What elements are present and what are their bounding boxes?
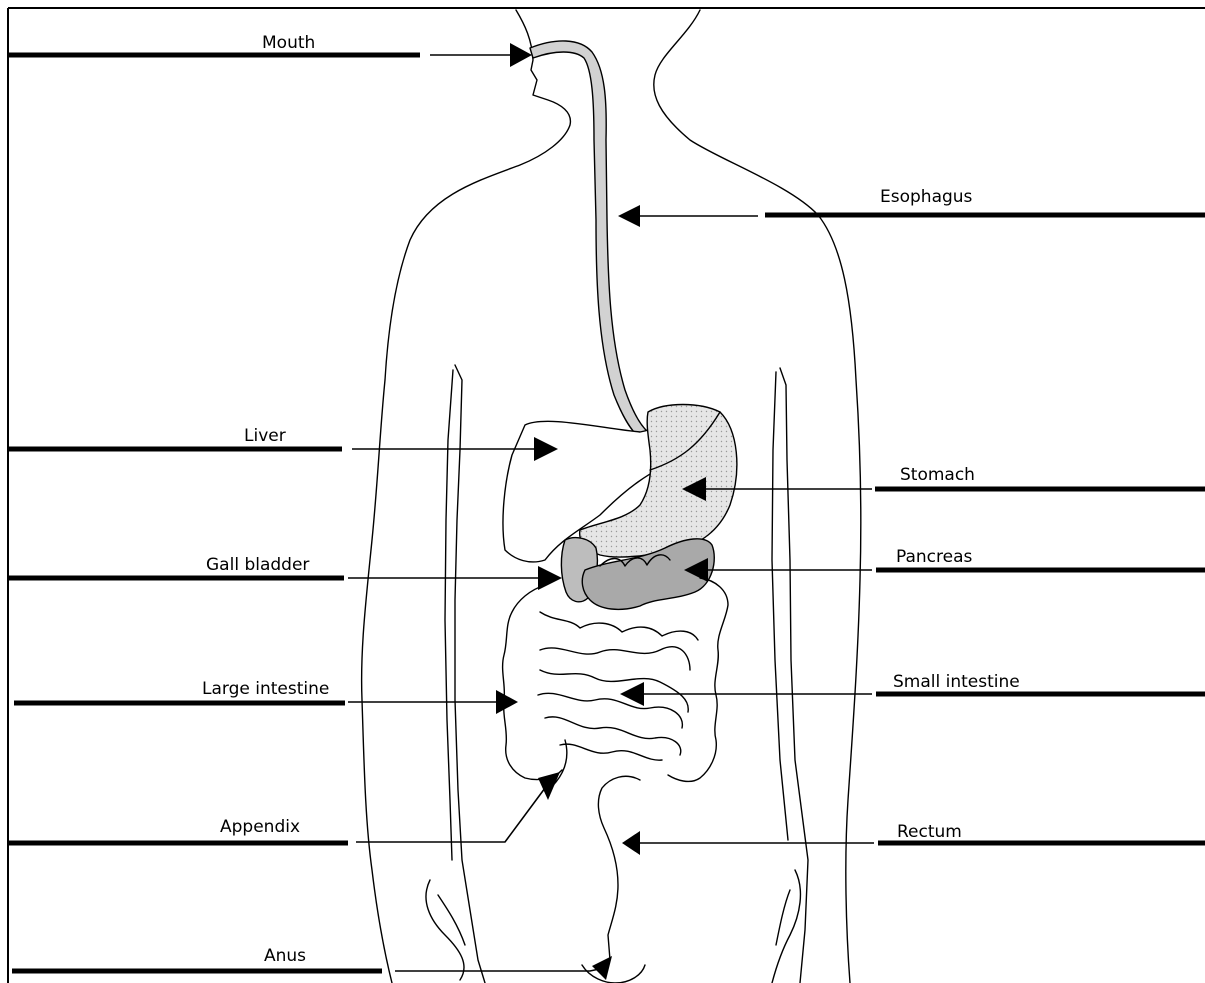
pelvis-outline	[582, 965, 645, 983]
label-liver: Liver	[244, 426, 286, 446]
rectum-arrowhead	[622, 831, 640, 855]
label-appendix: Appendix	[220, 817, 300, 837]
mouth-arrowhead	[510, 43, 532, 67]
label-stomach: Stomach	[900, 465, 975, 485]
small-intestine-organ	[538, 647, 690, 760]
leader-lines	[348, 55, 874, 971]
small-intestine-arrowhead	[620, 682, 644, 706]
label-mouth: Mouth	[262, 33, 315, 53]
large-intestine-arrowhead	[496, 690, 518, 714]
label-small-intestine: Small intestine	[893, 672, 1020, 692]
anus-arrowhead	[592, 956, 612, 980]
label-rectum: Rectum	[897, 822, 962, 842]
gall-bladder-arrowhead	[538, 566, 562, 590]
label-pancreas: Pancreas	[896, 547, 973, 567]
appendix-arrowhead	[538, 772, 560, 800]
label-gall-bladder: Gall bladder	[206, 555, 309, 575]
esophagus-arrowhead	[618, 205, 640, 227]
label-large-intestine: Large intestine	[202, 679, 329, 699]
label-anus: Anus	[264, 946, 306, 966]
large-intestine-organ	[503, 578, 728, 960]
label-esophagus: Esophagus	[880, 187, 973, 207]
